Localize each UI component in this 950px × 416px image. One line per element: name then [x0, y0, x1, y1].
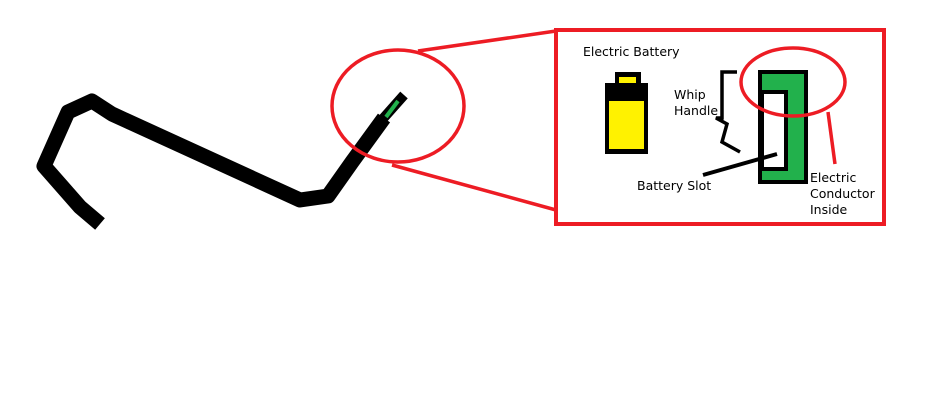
handle-bracket: [715, 70, 741, 154]
connector-line-bottom: [391, 163, 557, 212]
whip-body: [36, 93, 391, 230]
whip-handle-detail: [758, 70, 808, 184]
label-inside: Inside: [810, 202, 848, 217]
slot-pointer-line: [702, 152, 778, 177]
label-conductor: Conductor: [810, 186, 876, 201]
magnify-circle: [330, 48, 466, 164]
label-whip: Whip: [674, 87, 706, 102]
whip-conductor-small: [384, 99, 400, 119]
conductor-pointer-line: [826, 111, 837, 165]
battery-icon: [605, 72, 648, 154]
label-electric: Electric: [810, 170, 856, 185]
connector-line-top: [417, 29, 557, 53]
conductor-highlight-circle: [739, 46, 847, 118]
label-handle: Handle: [674, 103, 718, 118]
label-electric-battery: Electric Battery: [583, 44, 680, 59]
label-battery-slot: Battery Slot: [637, 178, 711, 193]
